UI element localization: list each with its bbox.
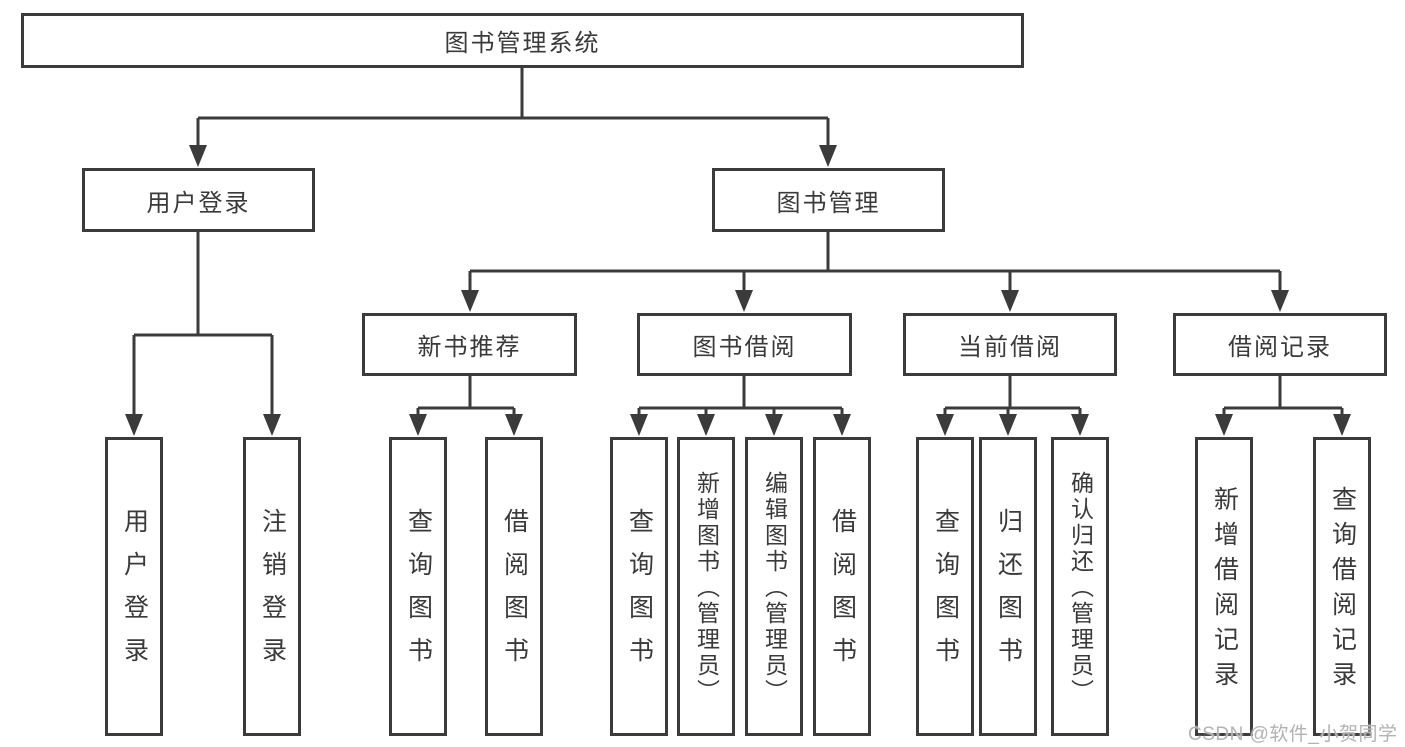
- node-borrow-records: 借阅记录: [1173, 313, 1387, 376]
- leaf-label: 注销登录: [258, 507, 287, 680]
- leaf-confirm-return-admin: 确认归还（管理员）: [1051, 437, 1109, 736]
- leaf-query-books-borrowing: 查询图书: [610, 437, 668, 736]
- leaf-user-login: 用户登录: [105, 437, 163, 736]
- leaf-query-borrow-record: 查询借阅记录: [1313, 437, 1371, 736]
- node-book-management: 图书管理: [712, 168, 945, 232]
- node-root-system: 图书管理系统: [21, 13, 1024, 68]
- leaf-label: 查询图书: [931, 507, 960, 680]
- leaf-label: 借阅图书: [500, 507, 529, 680]
- node-user-login: 用户登录: [82, 168, 315, 232]
- leaf-logout: 注销登录: [243, 437, 301, 736]
- leaf-borrow-books-newrec: 借阅图书: [485, 437, 543, 736]
- leaf-label: 查询图书: [404, 507, 433, 680]
- leaf-label: 借阅图书: [828, 507, 857, 680]
- leaf-label: 归还图书: [994, 507, 1023, 680]
- leaf-label: 新增图书（管理员）: [693, 470, 720, 705]
- leaf-label: 编辑图书（管理员）: [761, 470, 788, 705]
- leaf-add-books-admin: 新增图书（管理员）: [677, 437, 735, 736]
- leaf-borrow-books-borrowing: 借阅图书: [813, 437, 871, 736]
- leaf-label: 新增借阅记录: [1210, 485, 1239, 696]
- leaf-query-books-current: 查询图书: [916, 437, 974, 736]
- node-book-borrowing: 图书借阅: [637, 313, 852, 376]
- leaf-edit-books-admin: 编辑图书（管理员）: [745, 437, 803, 736]
- node-current-borrowing: 当前借阅: [903, 313, 1117, 376]
- leaf-label: 查询借阅记录: [1328, 485, 1357, 696]
- node-new-book-recommend: 新书推荐: [362, 313, 577, 376]
- leaf-label: 确认归还（管理员）: [1067, 470, 1094, 705]
- leaf-query-books-newrec: 查询图书: [389, 437, 447, 736]
- csdn-watermark: CSDN @软件_小贺同学: [1188, 724, 1398, 745]
- leaf-label: 用户登录: [120, 507, 149, 680]
- leaf-label: 查询图书: [625, 507, 654, 680]
- leaf-add-borrow-record: 新增借阅记录: [1195, 437, 1253, 736]
- leaf-return-books: 归还图书: [979, 437, 1037, 736]
